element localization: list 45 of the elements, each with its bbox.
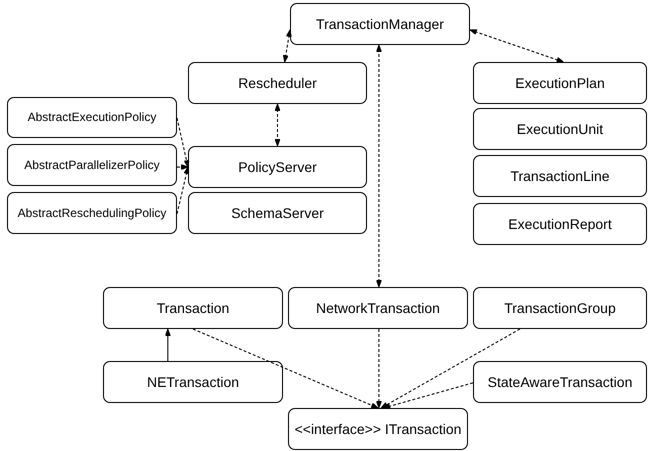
- dashed-arrow: [176, 164, 188, 170]
- dashed-arrow: [274, 104, 280, 146]
- class-name: ExecutionReport: [508, 216, 612, 232]
- class-name: StateAwareTransaction: [488, 374, 632, 390]
- class-box: [288, 408, 468, 450]
- class-name: PolicyServer: [238, 158, 317, 176]
- class-box: [473, 155, 647, 197]
- class-box: [473, 203, 647, 245]
- class-box: [7, 192, 177, 234]
- dashed-arrow: [382, 382, 474, 410]
- class-box: [290, 3, 470, 45]
- dashed-arrow: [282, 29, 292, 62]
- dashed-arrow: [376, 328, 382, 408]
- dashed-arrow: [176, 117, 190, 168]
- class-box: [7, 97, 177, 138]
- class-box: [103, 361, 283, 403]
- class-name: ExecutionPlan: [515, 74, 605, 92]
- class-box: [7, 144, 177, 186]
- class-box: [473, 108, 647, 150]
- class-name: <<interface>> ITransaction: [294, 420, 462, 438]
- class-box: [288, 287, 468, 329]
- class-name: ExecutionUnit: [516, 120, 604, 138]
- dashed-arrow: [380, 328, 520, 408]
- class-name: Rescheduler: [238, 74, 317, 92]
- class-box: [103, 287, 283, 329]
- arrow: [164, 328, 171, 362]
- class-box: [188, 146, 367, 188]
- class-name: AbstractReschedulingPolicy: [18, 206, 166, 220]
- class-box: [473, 62, 647, 104]
- class-name: NETransaction: [146, 374, 240, 390]
- class-name: AbstractExecutionPolicy: [28, 110, 156, 125]
- dashed-arrow: [470, 29, 564, 63]
- class-name: TransactionManager: [316, 16, 444, 32]
- class-box: [473, 361, 647, 403]
- class-name: Transaction: [156, 300, 230, 316]
- dashed-arrow: [376, 44, 382, 288]
- class-name: TransactionLine: [510, 168, 610, 184]
- class-name: NetworkTransaction: [316, 300, 440, 316]
- class-name: SchemaServer: [231, 204, 324, 222]
- class-box: [188, 62, 367, 104]
- class-box: [188, 192, 367, 234]
- class-name: AbstractParallelizerPolicy: [24, 158, 160, 172]
- class-name: TransactionGroup: [504, 300, 616, 316]
- class-box: [473, 287, 647, 329]
- dashed-arrow: [192, 328, 378, 408]
